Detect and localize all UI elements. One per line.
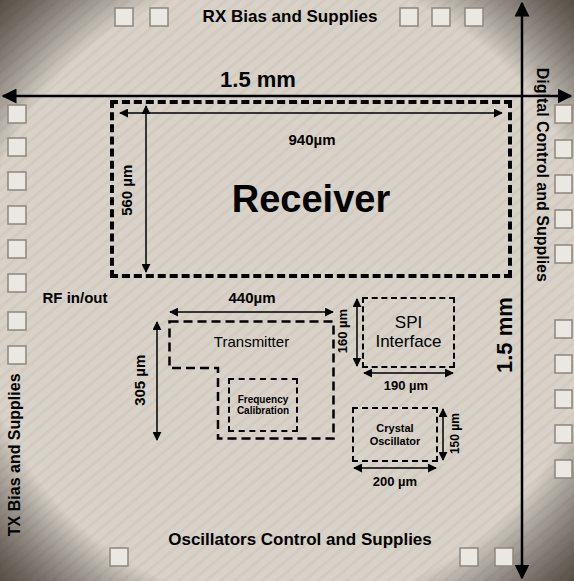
block-label: Transmitter <box>168 334 335 351</box>
spi-block: SPI Interface <box>362 297 455 368</box>
block-label: SPI Interface <box>366 314 451 351</box>
block-dimension: 560 µm <box>120 164 137 215</box>
oscillator-block: Crystal Oscillator <box>352 407 438 462</box>
pad-group-label: RX Bias and Supplies <box>203 8 378 27</box>
pad-group-label: Oscillators Control and Supplies <box>168 531 432 550</box>
block-dimension: 190 µm <box>384 379 428 393</box>
block-dimension: 440µm <box>228 290 275 307</box>
die-dimension: 1.5 mm <box>493 297 517 373</box>
block-dimension: 160 µm <box>336 309 350 353</box>
block-label: Frequency Calibration <box>232 394 294 416</box>
block-dimension: 150 µm <box>448 414 461 455</box>
die-dimension: 1.5 mm <box>220 68 296 92</box>
port-label: RF in/out <box>43 290 108 307</box>
block-label: Crystal Oscillator <box>356 422 434 446</box>
pad-group-label: TX Bias and Supplies <box>5 374 23 537</box>
block-label: Receiver <box>232 179 390 221</box>
transmitter-block: TransmitterFrequency Calibration <box>168 320 335 440</box>
block-dimension: 200 µm <box>373 475 417 489</box>
pad-group-label: Digital Control and Supplies <box>533 68 551 282</box>
calibration-block: Frequency Calibration <box>228 378 298 432</box>
receiver-block: Receiver <box>110 100 512 278</box>
block-dimension: 940µm <box>288 132 335 149</box>
block-dimension: 305 µm <box>133 354 150 405</box>
dimension-arrows <box>3 3 571 578</box>
bond-pads <box>8 8 572 566</box>
